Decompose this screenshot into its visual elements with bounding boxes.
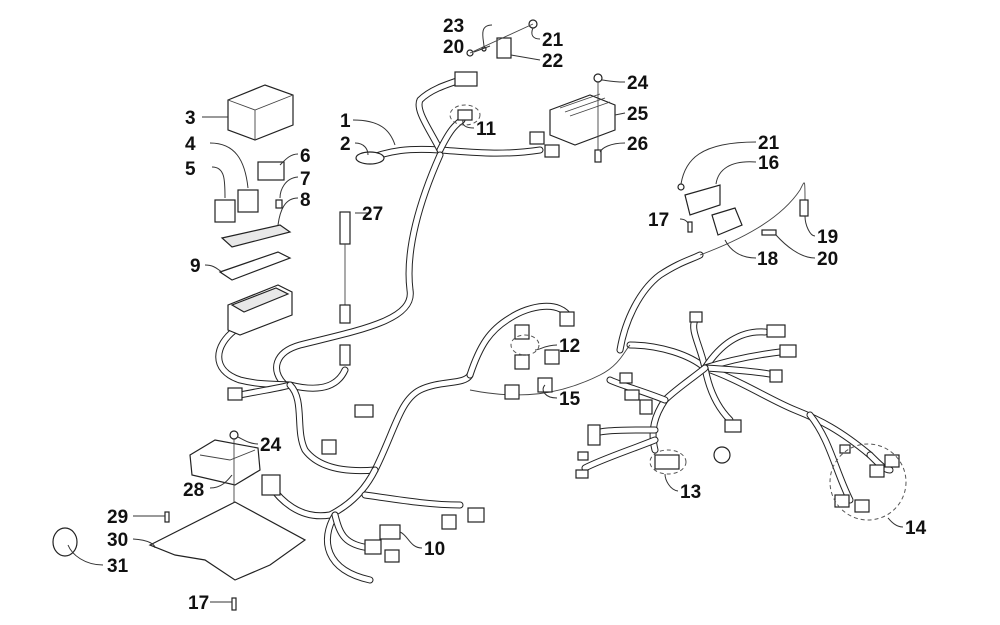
callout-17b: 17 (188, 593, 209, 614)
callout-13: 13 (680, 482, 701, 503)
mounting-tray (148, 501, 307, 581)
callout-26: 26 (627, 134, 648, 155)
callout-labels: 3 4 5 6 7 8 9 1 2 27 11 23 20 21 22 24 2… (107, 16, 927, 614)
relay-6 (257, 161, 285, 181)
harness-connectors (227, 311, 900, 563)
fuse-box-cover (227, 84, 294, 141)
callout-20a: 20 (443, 37, 464, 58)
label-sheet (220, 224, 292, 248)
gasket (218, 251, 292, 281)
fuse-7 (275, 199, 283, 209)
callout-14: 14 (905, 518, 927, 539)
callout-24b: 24 (260, 435, 282, 456)
callout-18: 18 (757, 249, 778, 270)
fuse-block (227, 284, 293, 336)
callout-27: 27 (362, 204, 383, 225)
callout-28: 28 (183, 480, 204, 501)
bracket-assembly (466, 19, 538, 59)
callout-5: 5 (185, 159, 196, 180)
callout-16: 16 (758, 153, 779, 174)
callout-31: 31 (107, 556, 129, 577)
callout-29: 29 (107, 507, 128, 528)
callout-25: 25 (627, 104, 649, 125)
callout-20b: 20 (817, 249, 838, 270)
callout-12: 12 (559, 336, 580, 357)
relays (214, 189, 259, 223)
connector-a (529, 131, 545, 145)
bolt-26 (594, 149, 602, 163)
callout-19: 19 (817, 227, 838, 248)
thin-wire-coil (699, 182, 806, 256)
callout-21b: 21 (758, 133, 780, 154)
leader-lines (67, 24, 904, 603)
connector-11 (457, 109, 473, 121)
callout-6: 6 (300, 146, 311, 167)
bolt-17b (231, 597, 237, 611)
callout-22: 22 (542, 51, 563, 72)
callout-30: 30 (107, 530, 128, 551)
callout-24a: 24 (627, 73, 649, 94)
callout-23: 23 (443, 16, 464, 37)
sensor-27 (339, 211, 351, 324)
coil-bracket (677, 183, 809, 236)
clamp-31 (52, 527, 78, 557)
nut-24b (229, 430, 239, 440)
callout-2: 2 (340, 134, 351, 155)
screw-29 (164, 511, 170, 523)
callout-15: 15 (559, 389, 581, 410)
callout-7: 7 (300, 169, 311, 190)
callout-10: 10 (424, 539, 445, 560)
connector-13-outline (649, 449, 687, 475)
voltage-regulator (549, 93, 616, 146)
callout-8: 8 (300, 190, 311, 211)
clip-2 (355, 151, 385, 165)
callout-21a: 21 (542, 30, 564, 51)
callout-4: 4 (185, 134, 196, 155)
callout-3: 3 (185, 108, 196, 129)
connector-11-outline (449, 104, 481, 126)
callout-11: 11 (476, 119, 497, 140)
ecu-module (189, 439, 261, 486)
callout-17a: 17 (648, 210, 669, 231)
connector-14-outline (829, 443, 907, 521)
connector-b (544, 144, 560, 158)
connector-12-outline (510, 334, 540, 356)
callout-1: 1 (340, 111, 351, 132)
connector-top (454, 71, 478, 87)
nut-24 (593, 73, 603, 83)
callout-9: 9 (190, 256, 201, 277)
